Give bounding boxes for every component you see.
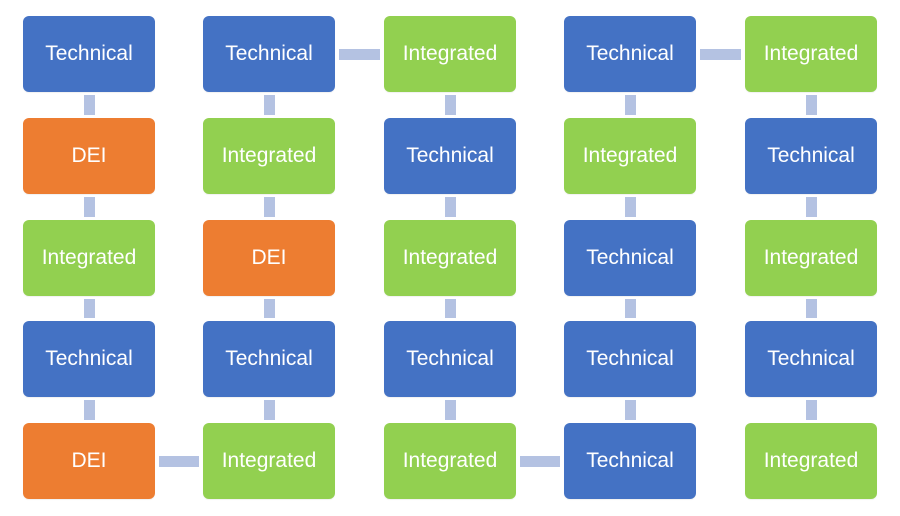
vertical-connector <box>83 400 95 420</box>
vertical-connector <box>624 95 636 115</box>
technical-node: Technical <box>23 321 155 397</box>
integrated-node: Integrated <box>384 16 516 92</box>
vertical-connector <box>444 95 456 115</box>
technical-node: Technical <box>564 423 696 499</box>
vertical-connector <box>805 95 817 115</box>
technical-node: Technical <box>23 16 155 92</box>
integrated-node: Integrated <box>23 220 155 296</box>
vertical-connector <box>805 299 817 318</box>
vertical-connector <box>805 400 817 420</box>
dei-node: DEI <box>203 220 335 296</box>
integrated-node: Integrated <box>745 16 877 92</box>
integrated-node: Integrated <box>564 118 696 194</box>
integrated-node: Integrated <box>745 423 877 499</box>
integrated-node: Integrated <box>745 220 877 296</box>
vertical-connector <box>83 197 95 217</box>
vertical-connector <box>444 400 456 420</box>
technical-node: Technical <box>564 16 696 92</box>
horizontal-connector <box>700 48 741 60</box>
integrated-node: Integrated <box>384 220 516 296</box>
technical-node: Technical <box>745 118 877 194</box>
vertical-connector <box>263 299 275 318</box>
dei-node: DEI <box>23 423 155 499</box>
vertical-connector <box>624 299 636 318</box>
vertical-connector <box>444 299 456 318</box>
technical-node: Technical <box>384 118 516 194</box>
integrated-node: Integrated <box>384 423 516 499</box>
integrated-node: Integrated <box>203 118 335 194</box>
integrated-node: Integrated <box>203 423 335 499</box>
dei-node: DEI <box>23 118 155 194</box>
vertical-connector <box>624 400 636 420</box>
vertical-connector <box>263 95 275 115</box>
technical-node: Technical <box>384 321 516 397</box>
technical-node: Technical <box>203 321 335 397</box>
vertical-connector <box>263 197 275 217</box>
technical-node: Technical <box>745 321 877 397</box>
horizontal-connector <box>159 455 199 467</box>
vertical-connector <box>83 95 95 115</box>
horizontal-connector <box>339 48 380 60</box>
vertical-connector <box>83 299 95 318</box>
vertical-connector <box>805 197 817 217</box>
technical-node: Technical <box>564 220 696 296</box>
vertical-connector <box>624 197 636 217</box>
technical-node: Technical <box>203 16 335 92</box>
horizontal-connector <box>520 455 560 467</box>
vertical-connector <box>263 400 275 420</box>
vertical-connector <box>444 197 456 217</box>
technical-node: Technical <box>564 321 696 397</box>
